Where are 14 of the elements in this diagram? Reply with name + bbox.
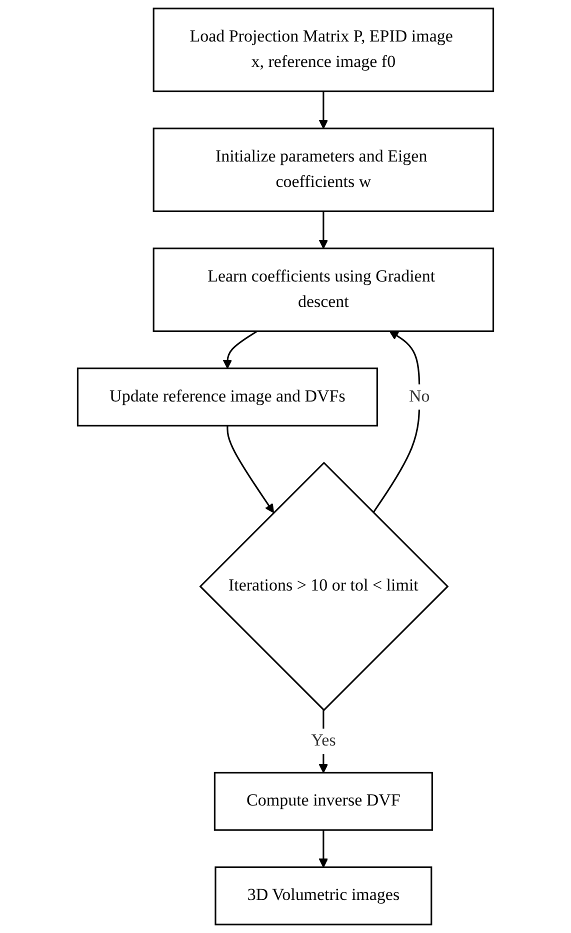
- arrow: [318, 830, 328, 868]
- node-box: Load Projection Matrix P, EPID image x, reference image f0: [152, 8, 494, 92]
- arrow: [318, 91, 328, 129]
- node-box: 3D Volumetric images: [214, 866, 432, 926]
- node-box: Learn coefficients using Gradient descent: [152, 248, 494, 332]
- node-box: Compute inverse DVF: [214, 772, 433, 831]
- edge-label: Yes: [311, 732, 336, 750]
- node-box: Update reference image and DVFs: [76, 368, 378, 426]
- node-diamond: Iterations > 10 or tol < limit: [199, 462, 449, 712]
- arrow: [226, 426, 274, 514]
- edge-label: No: [409, 387, 430, 406]
- node-box: Initialize parameters and Eigen coefficients w: [152, 128, 494, 212]
- arrow: [318, 211, 328, 249]
- arrow: [222, 330, 258, 369]
